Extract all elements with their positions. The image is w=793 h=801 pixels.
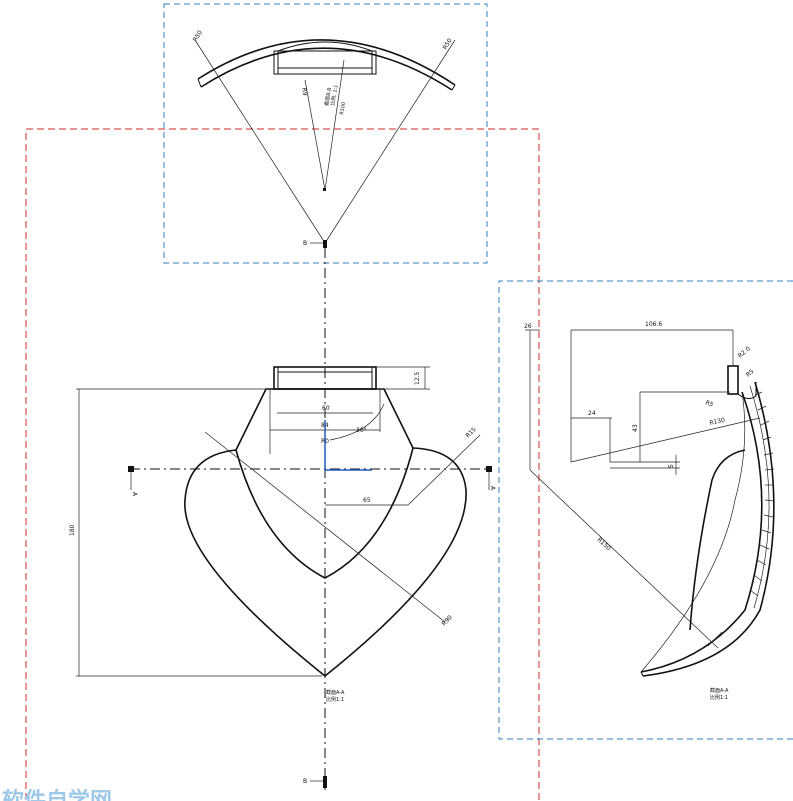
dim-total-height: 180 bbox=[69, 524, 76, 536]
side-dim-r-small: R5 bbox=[745, 368, 756, 379]
front-caption-1: 截面A-A bbox=[326, 689, 345, 696]
dim-top-width: 60 bbox=[322, 405, 330, 412]
side-dim-r-tip: R5 bbox=[704, 399, 714, 408]
top-note-1: 截面B-B bbox=[323, 86, 333, 106]
top-note-2: 比例: 1:1 bbox=[329, 84, 340, 106]
dim-angle: 30° bbox=[356, 427, 367, 434]
front-caption-2: 比例1:1 bbox=[326, 696, 344, 703]
side-dim-r150: R150 bbox=[596, 536, 612, 552]
side-caption-2: 比例1:1 bbox=[710, 694, 728, 701]
side-dim-43: 43 bbox=[632, 424, 639, 432]
top-radius-left: R50 bbox=[192, 29, 204, 43]
top-section-mark: B bbox=[303, 240, 307, 247]
side-dim-24: 24 bbox=[588, 410, 596, 417]
top-radius-inner: R9 bbox=[300, 87, 308, 96]
top-note-3: R100 bbox=[339, 101, 347, 115]
dim-offset: 65 bbox=[363, 497, 371, 504]
watermark-text: 软件自学网 bbox=[2, 788, 112, 801]
dim-radius-big: R90 bbox=[440, 614, 453, 627]
side-caption-1: 截面A-A bbox=[710, 687, 729, 694]
side-dim-5: 5 bbox=[668, 464, 675, 468]
side-view: 26 106.6 R2.0 R5 R5 R130 24 43 5 R150 截面… bbox=[524, 321, 775, 701]
side-dim-r130: R130 bbox=[709, 417, 726, 427]
arrow-left-label: A bbox=[131, 492, 138, 497]
side-view-frame bbox=[498, 280, 793, 740]
side-dim-r-top: R2.0 bbox=[737, 345, 752, 359]
top-view: R50 R50 R9 截面B-B 比例: 1:1 R100 B bbox=[192, 29, 456, 248]
top-view-frame bbox=[163, 3, 488, 264]
arrow-right-label: A bbox=[489, 486, 496, 491]
top-radius-right: R50 bbox=[442, 37, 454, 51]
bottom-section-mark: B bbox=[303, 778, 307, 785]
front-view: A A 60 84 30° R0 12.5 R15 65 180 R90 截面A… bbox=[69, 366, 496, 788]
main-view-frame bbox=[25, 128, 540, 800]
side-dim-length: 106.6 bbox=[645, 321, 662, 328]
dim-radius-right: R15 bbox=[464, 426, 477, 439]
side-dim-left-offset: 26 bbox=[524, 323, 532, 330]
dim-height-right: 12.5 bbox=[414, 371, 421, 385]
